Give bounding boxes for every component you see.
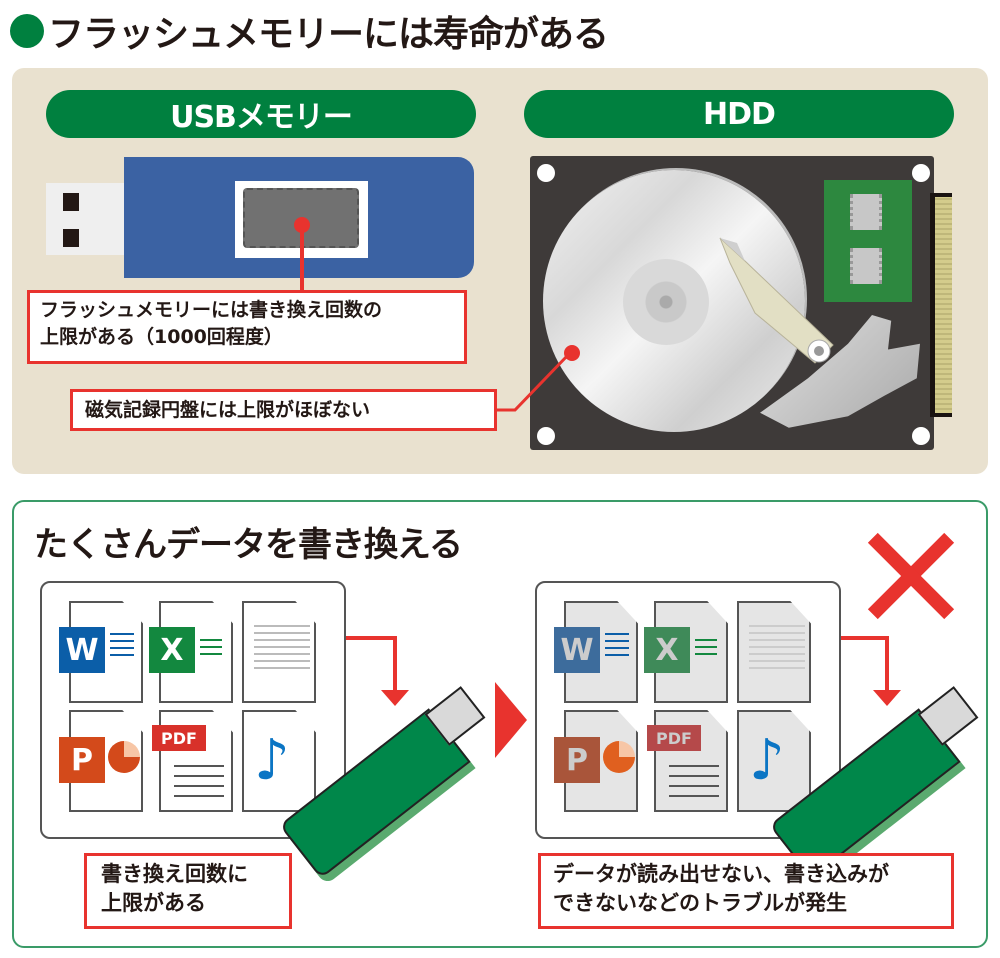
word-lines-icon: [110, 633, 134, 661]
callout-line: できないなどのトラブルが発生: [553, 891, 847, 916]
rewrite-limit-callout: 書き換え回数に 上限がある: [84, 853, 292, 929]
flow-line: [393, 636, 397, 692]
screw-icon: [912, 164, 930, 182]
flash-limit-callout: フラッシュメモリーには書き換え回数の 上限がある（1000回程度）: [27, 290, 467, 364]
disk-limit-callout: 磁気記録円盤には上限がほぼない: [70, 389, 497, 431]
powerpoint-badge-icon: P: [59, 737, 105, 783]
word-badge-icon: W: [59, 627, 105, 673]
usb-connector-icon: [46, 183, 126, 255]
circuit-board-icon: [824, 180, 912, 302]
bullet-icon: [10, 14, 44, 48]
hdd-label: HDD: [524, 90, 954, 138]
files-before: W X P PDF ♪: [40, 581, 346, 839]
pie-chart-icon: [108, 741, 140, 773]
screw-icon: [912, 427, 930, 445]
ic-chip-icon: [850, 194, 882, 230]
spindle-hub-icon: [623, 259, 709, 345]
text-file-icon: [242, 601, 316, 703]
page-title-text: フラッシュメモリーには寿命がある: [48, 14, 609, 55]
excel-lines-icon: [695, 639, 717, 660]
music-file-icon: [242, 710, 316, 812]
pdf-lines-icon: [669, 765, 719, 802]
pointer-line: [300, 225, 304, 291]
text-file-icon: [737, 601, 811, 703]
music-note-icon: ♪: [749, 728, 785, 793]
usb-pin-icon: [63, 229, 79, 247]
cross-mark-icon: [866, 532, 954, 620]
flow-line: [885, 636, 889, 692]
excel-badge-icon: X: [644, 627, 690, 673]
hdd-connector-icon: [930, 193, 952, 417]
pie-chart-icon: [603, 741, 635, 773]
pdf-badge-icon: PDF: [152, 725, 206, 751]
down-arrow-icon: [381, 690, 409, 706]
scenario-panel: [12, 500, 988, 948]
usb-memory-label: USBメモリー: [46, 90, 476, 138]
text-lines-icon: [749, 625, 805, 674]
ic-chip-icon: [850, 248, 882, 284]
word-lines-icon: [605, 633, 629, 661]
word-badge-icon: W: [554, 627, 600, 673]
callout-line: フラッシュメモリーには書き換え回数の: [40, 299, 383, 321]
callout-line: 上限がある: [101, 891, 206, 916]
screw-icon: [537, 164, 555, 182]
callout-line: データが読み出せない、書き込みが: [553, 862, 889, 886]
excel-badge-icon: X: [149, 627, 195, 673]
text-lines-icon: [254, 625, 310, 674]
pointer-line: [497, 352, 571, 412]
callout-line: 書き換え回数に: [101, 862, 248, 886]
pdf-lines-icon: [174, 765, 224, 802]
excel-lines-icon: [200, 639, 222, 660]
trouble-callout: データが読み出せない、書き込みが できないなどのトラブルが発生: [538, 853, 954, 929]
scenario-title: たくさんデータを書き換える: [34, 525, 463, 565]
screw-icon: [537, 427, 555, 445]
callout-line: 上限がある（1000回程度）: [40, 325, 283, 348]
flow-line: [346, 636, 396, 640]
page-title: フラッシュメモリーには寿命がある: [10, 6, 609, 56]
next-arrow-icon: [495, 682, 527, 758]
pdf-badge-icon: PDF: [647, 725, 701, 751]
music-file-icon: [737, 710, 811, 812]
files-after: W X P PDF ♪: [535, 581, 841, 839]
down-arrow-icon: [873, 690, 901, 706]
flow-line: [841, 636, 887, 640]
powerpoint-badge-icon: P: [554, 737, 600, 783]
music-note-icon: ♪: [254, 728, 290, 793]
head-arm-icon: [719, 237, 834, 364]
callout-text: 磁気記録円盤には上限がほぼない: [85, 398, 371, 421]
usb-pin-icon: [63, 193, 79, 211]
